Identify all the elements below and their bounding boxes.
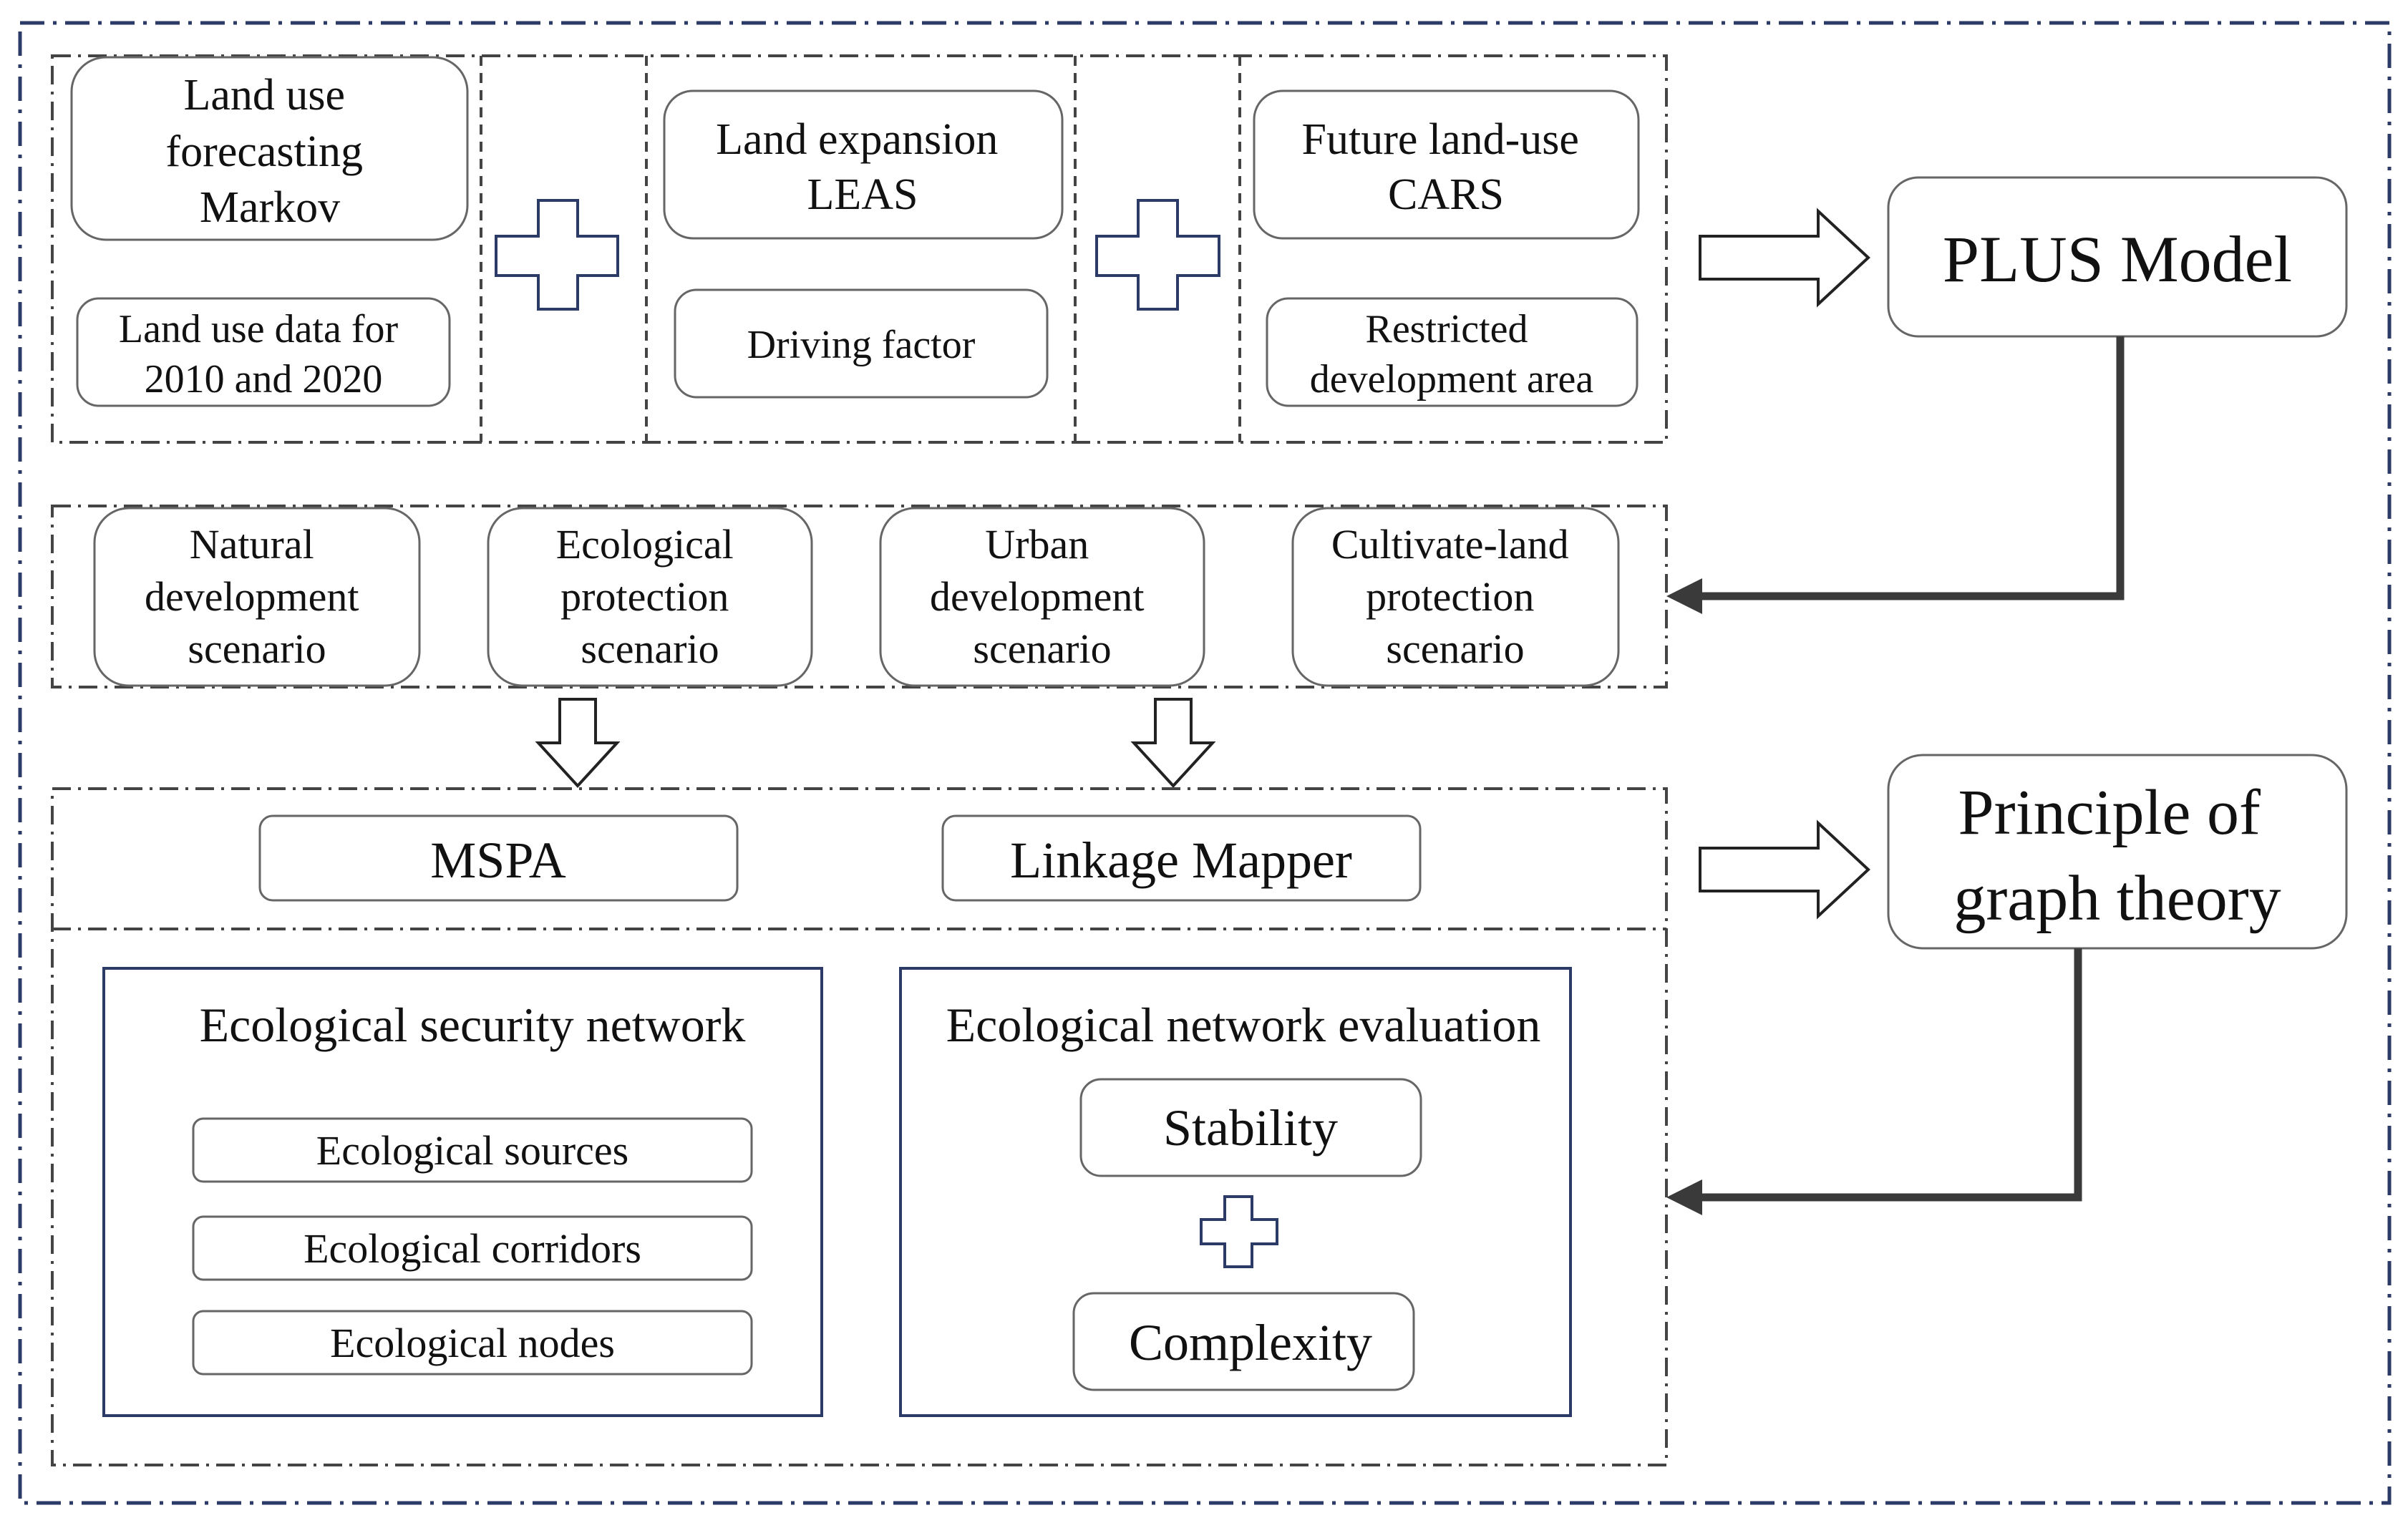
urban-scenario-label: Urban development scenario — [930, 521, 1155, 672]
ecological-nodes-box — [192, 1310, 753, 1376]
ecological-sources-box — [192, 1117, 753, 1183]
outer-frame — [18, 21, 2392, 1505]
cars-box — [1253, 89, 1640, 240]
natural-scenario-box — [93, 507, 421, 687]
plus-icon-3 — [1200, 1195, 1278, 1268]
markov-label: Land use forecasting Markov — [166, 71, 374, 232]
ecological-corridors-box — [192, 1215, 753, 1281]
hollow-down-arrow-1 — [535, 698, 621, 788]
hollow-down-arrow-2 — [1130, 698, 1216, 788]
hollow-arrow-to-plus-model — [1699, 208, 1870, 308]
plus-model-label: PLUS Model — [1943, 223, 2292, 296]
land-data-box — [76, 297, 451, 407]
ecological-corridors-label: Ecological corridors — [304, 1225, 641, 1272]
graph-theory-label: Principle of graph theory — [1953, 777, 2281, 934]
plus-icon-1 — [495, 199, 619, 311]
leas-label: Land expansion LEAS — [716, 115, 1009, 219]
natural-scenario-label: Natural development scenario — [145, 521, 369, 672]
stability-label: Stability — [1163, 1099, 1338, 1157]
mspa-label: MSPA — [430, 832, 566, 889]
ecological-sources-label: Ecological sources — [316, 1127, 628, 1174]
input-section-frame — [51, 54, 1668, 444]
cultivate-scenario-box — [1291, 507, 1620, 687]
driving-factor-label: Driving factor — [747, 323, 976, 367]
security-network-title: Ecological security network — [200, 998, 746, 1052]
complexity-box — [1072, 1292, 1415, 1391]
graph-theory-connector-arrowhead — [1666, 1179, 1702, 1215]
complexity-label: Complexity — [1129, 1314, 1372, 1371]
ecological-scenario-label: Ecological protection scenario — [556, 521, 744, 672]
mspa-box — [258, 814, 739, 902]
driving-factor-box — [674, 288, 1049, 399]
stability-box — [1079, 1078, 1422, 1177]
cars-label: Future land-use CARS — [1302, 115, 1591, 219]
linkage-mapper-label: Linkage Mapper — [1010, 832, 1352, 889]
plus-icon-2 — [1095, 199, 1220, 311]
network-evaluation-title: Ecological network evaluation — [946, 998, 1541, 1052]
cultivate-scenario-label: Cultivate-land protection scenario — [1331, 521, 1579, 672]
scenario-section-frame — [51, 505, 1668, 688]
plus-model-connector-arrowhead — [1666, 578, 1702, 614]
urban-scenario-box — [879, 507, 1205, 687]
ecological-scenario-box — [487, 507, 813, 687]
leas-box — [663, 89, 1064, 240]
plus-model-connector — [1700, 336, 2125, 600]
ecological-nodes-label: Ecological nodes — [330, 1320, 615, 1366]
restricted-area-box — [1266, 297, 1638, 407]
markov-box — [70, 56, 469, 241]
hollow-arrow-to-graph-theory — [1699, 819, 1870, 920]
restricted-area-label: Restricted development area — [1310, 307, 1594, 402]
land-data-label: Land use data for 2010 and 2020 — [119, 307, 408, 402]
graph-theory-box — [1887, 754, 2348, 950]
graph-theory-connector — [1700, 948, 2082, 1202]
linkage-mapper-box — [941, 814, 1422, 902]
